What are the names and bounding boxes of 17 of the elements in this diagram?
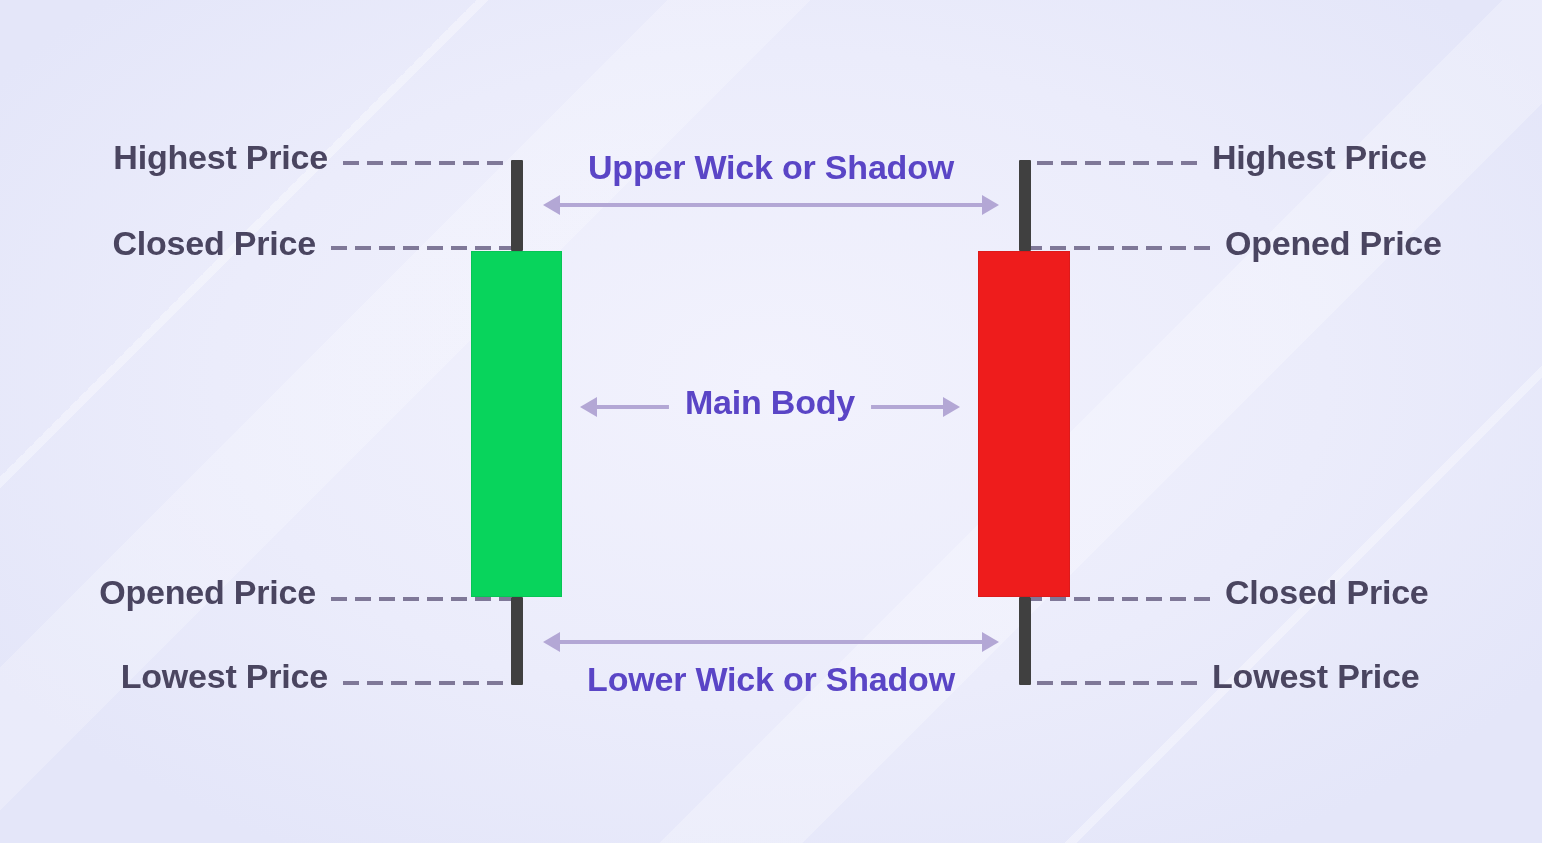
edge-label: Upper Wick or Shadow xyxy=(588,147,954,188)
price-label: Closed Price xyxy=(1225,571,1429,613)
candle-body xyxy=(978,251,1070,597)
price-label: Highest Price xyxy=(113,136,328,178)
price-label: Closed Price xyxy=(112,222,316,264)
candle-body xyxy=(471,251,562,597)
candle-wick xyxy=(1019,160,1031,251)
price-label: Highest Price xyxy=(1212,136,1427,178)
candle-wick xyxy=(511,597,523,685)
annotation-label: Main Body xyxy=(684,381,856,423)
price-label: Lowest Price xyxy=(1212,655,1420,697)
price-label: Lowest Price xyxy=(120,655,328,697)
price-label: Opened Price xyxy=(99,571,316,613)
candle-wick xyxy=(1019,597,1031,685)
candle-wick xyxy=(511,160,523,251)
price-label: Opened Price xyxy=(1225,222,1442,264)
edge-label: Lower Wick or Shadow xyxy=(587,659,955,700)
